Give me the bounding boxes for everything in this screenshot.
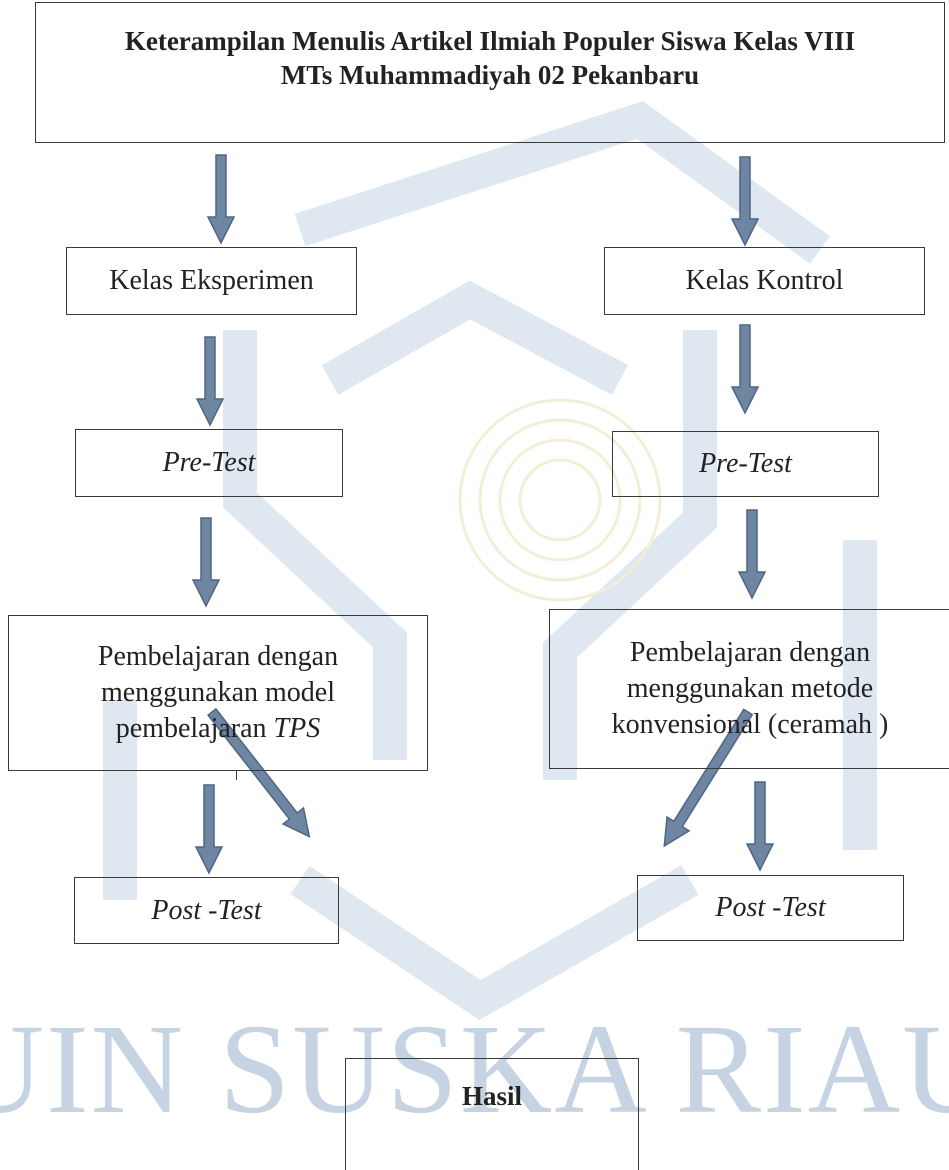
watermark-text: UIN SUSKA RIAU xyxy=(0,998,949,1140)
control-treatment-line-2: menggunakan metode xyxy=(626,673,874,705)
arrow-title-to-right xyxy=(731,156,759,246)
experiment-treatment-line-2: menggunakan model xyxy=(100,677,336,709)
experiment-treatment-line-3: pembelajaran TPS xyxy=(98,711,338,747)
result-label: Hasil xyxy=(461,1081,522,1111)
control-posttest-label: Post -Test xyxy=(715,892,826,924)
experiment-treatment-box: Pembelajaran dengan menggunakan model pe… xyxy=(8,615,428,771)
arrow-right-pretest-to-treatment xyxy=(738,509,766,599)
experiment-class-label: Kelas Eksperimen xyxy=(109,265,314,297)
control-pretest-label: Pre-Test xyxy=(699,448,792,480)
experiment-pretest-box: Pre-Test xyxy=(75,429,343,497)
arrow-left-treatment-to-posttest xyxy=(195,784,223,874)
control-posttest-box: Post -Test xyxy=(637,875,904,941)
experiment-posttest-label: Post -Test xyxy=(151,894,262,926)
arrow-left-pretest-to-treatment xyxy=(192,517,220,607)
control-treatment-line-1: Pembelajaran dengan xyxy=(629,637,871,669)
result-box: Hasil xyxy=(345,1058,639,1170)
arrow-right-class-to-pretest xyxy=(731,324,759,414)
arrow-left-class-to-pretest xyxy=(196,336,224,426)
title-box: Keterampilan Menulis Artikel Ilmiah Popu… xyxy=(35,2,945,143)
title-line-1: Keterampilan Menulis Artikel Ilmiah Popu… xyxy=(124,26,856,56)
control-treatment-line-3: konvensional (ceramah ) xyxy=(611,708,889,740)
experiment-posttest-box: Post -Test xyxy=(74,877,339,944)
control-class-label: Kelas Kontrol xyxy=(685,265,844,297)
arrow-right-treatment-to-posttest xyxy=(746,781,774,871)
title-line-2: MTs Muhammadiyah 02 Pekanbaru xyxy=(280,59,700,90)
control-class-box: Kelas Kontrol xyxy=(604,247,925,315)
experiment-treatment-model-name: TPS xyxy=(273,712,321,744)
arrow-title-to-left xyxy=(207,154,235,244)
control-pretest-box: Pre-Test xyxy=(612,431,879,497)
experiment-treatment-line-1: Pembelajaran dengan xyxy=(97,641,339,673)
control-treatment-box: Pembelajaran dengan menggunakan metode k… xyxy=(549,609,949,769)
experiment-class-box: Kelas Eksperimen xyxy=(66,247,357,315)
experiment-treatment-line-3-prefix: pembelajaran xyxy=(115,712,274,744)
box-connector-tick xyxy=(236,770,237,780)
experiment-pretest-label: Pre-Test xyxy=(162,447,256,479)
